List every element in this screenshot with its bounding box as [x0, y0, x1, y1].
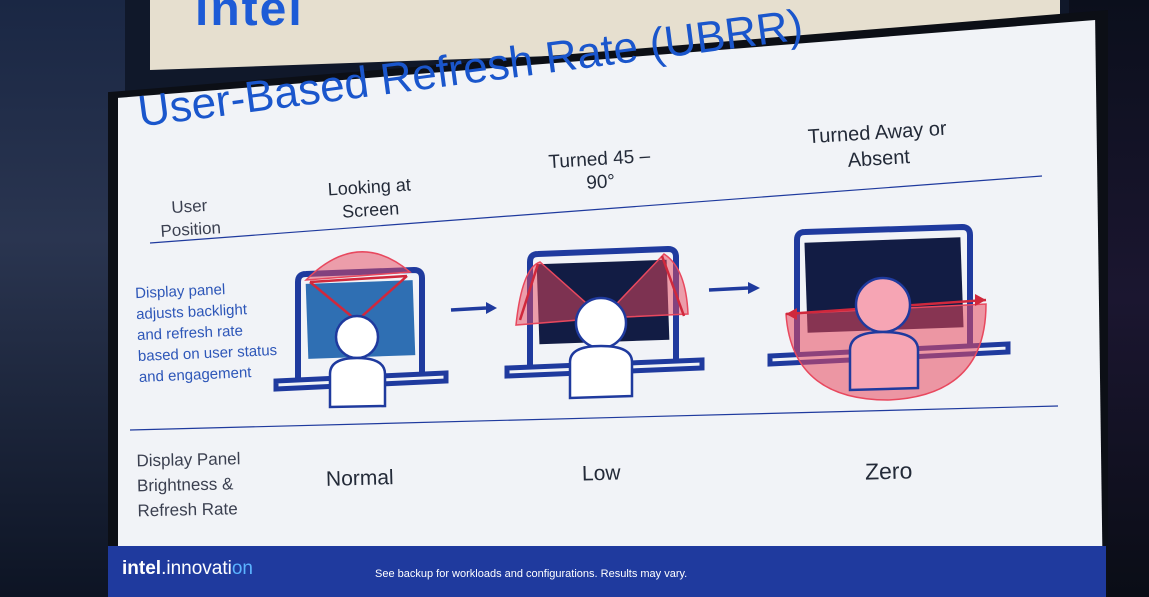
background-logo: intel — [195, 0, 304, 36]
arrow-right-icon — [450, 302, 497, 314]
brand-suffix-accent: on — [231, 558, 253, 579]
result-row-label: Display Panel Brightness & Refresh Rate — [136, 449, 241, 521]
user-icon — [328, 314, 387, 409]
divider-bottom — [129, 405, 1059, 431]
description-text: Display panel adjusts backlight and refr… — [134, 281, 278, 387]
footer-bar — [108, 546, 1106, 597]
arrow-right-icon — [708, 282, 760, 294]
result-normal: Normal — [325, 466, 394, 491]
background-left — [0, 0, 125, 597]
user-icon — [568, 296, 634, 400]
result-zero: Zero — [864, 457, 913, 485]
brand-suffix: .innovati — [161, 558, 232, 579]
brand-logo: intel.innovation — [122, 558, 253, 580]
footer-disclaimer: See backup for workloads and configurati… — [375, 568, 688, 580]
divider-top — [149, 175, 1043, 244]
user-icon — [848, 276, 920, 392]
brand-word: intel — [122, 558, 162, 579]
result-low: Low — [581, 461, 621, 486]
